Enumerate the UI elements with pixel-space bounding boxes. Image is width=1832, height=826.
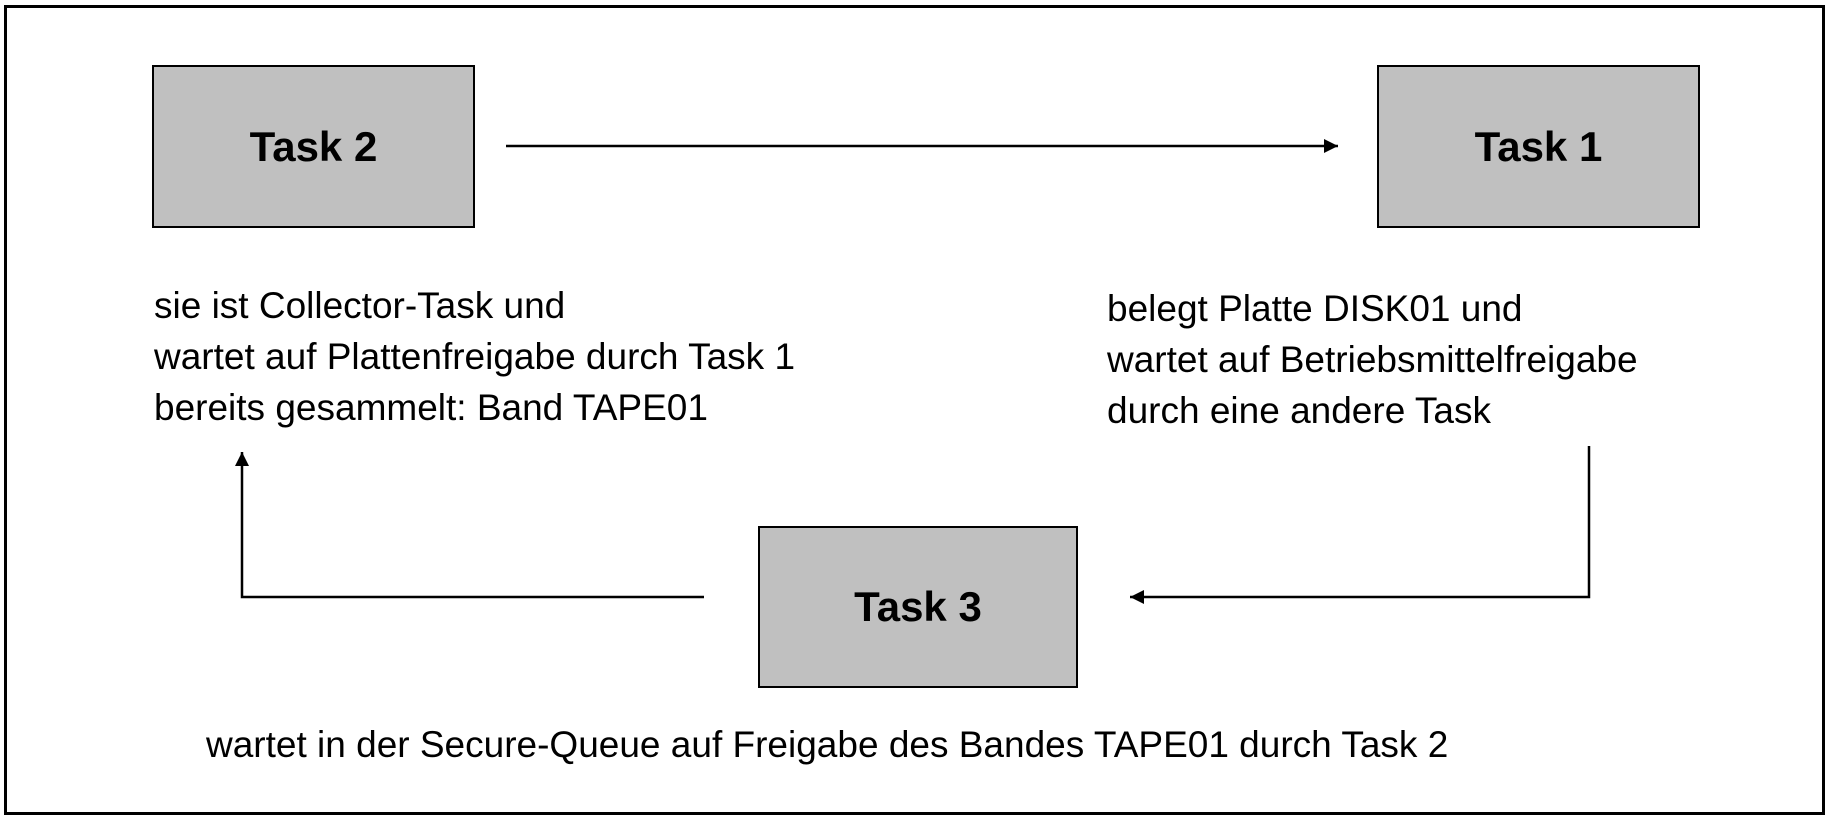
task-2-description-line: sie ist Collector-Task und [154, 285, 566, 326]
task-2-box: Task 2 [152, 65, 475, 228]
task-1-label: Task 1 [1474, 122, 1603, 170]
task-3-label: Task 3 [854, 583, 982, 630]
arrow-task3-to-task2 [235, 452, 704, 599]
task-1-box: Task 1 [1377, 65, 1700, 228]
task-1-description-line: wartet auf Betriebsmittelfreigabe [1107, 339, 1638, 380]
task-2-description-line: wartet auf Plattenfreigabe durch Task 1 [154, 336, 796, 377]
task-1-description-line: durch eine andere Task [1107, 390, 1491, 431]
task-3-description: wartet in der Secure-Queue auf Freigabe … [206, 719, 1448, 770]
task-1-description-line: belegt Platte DISK01 und [1107, 288, 1523, 329]
task-2-description-line: bereits gesammelt: Band TAPE01 [154, 387, 708, 428]
task-2-description: sie ist Collector-Task und wartet auf Pl… [154, 280, 795, 433]
task-2-label: Task 2 [249, 122, 378, 170]
arrow-task1-to-task3 [1130, 446, 1591, 604]
task-3-description-line: wartet in der Secure-Queue auf Freigabe … [206, 724, 1449, 765]
task-3-box: Task 3 [758, 526, 1078, 688]
task-1-description: belegt Platte DISK01 und wartet auf Betr… [1107, 283, 1638, 436]
